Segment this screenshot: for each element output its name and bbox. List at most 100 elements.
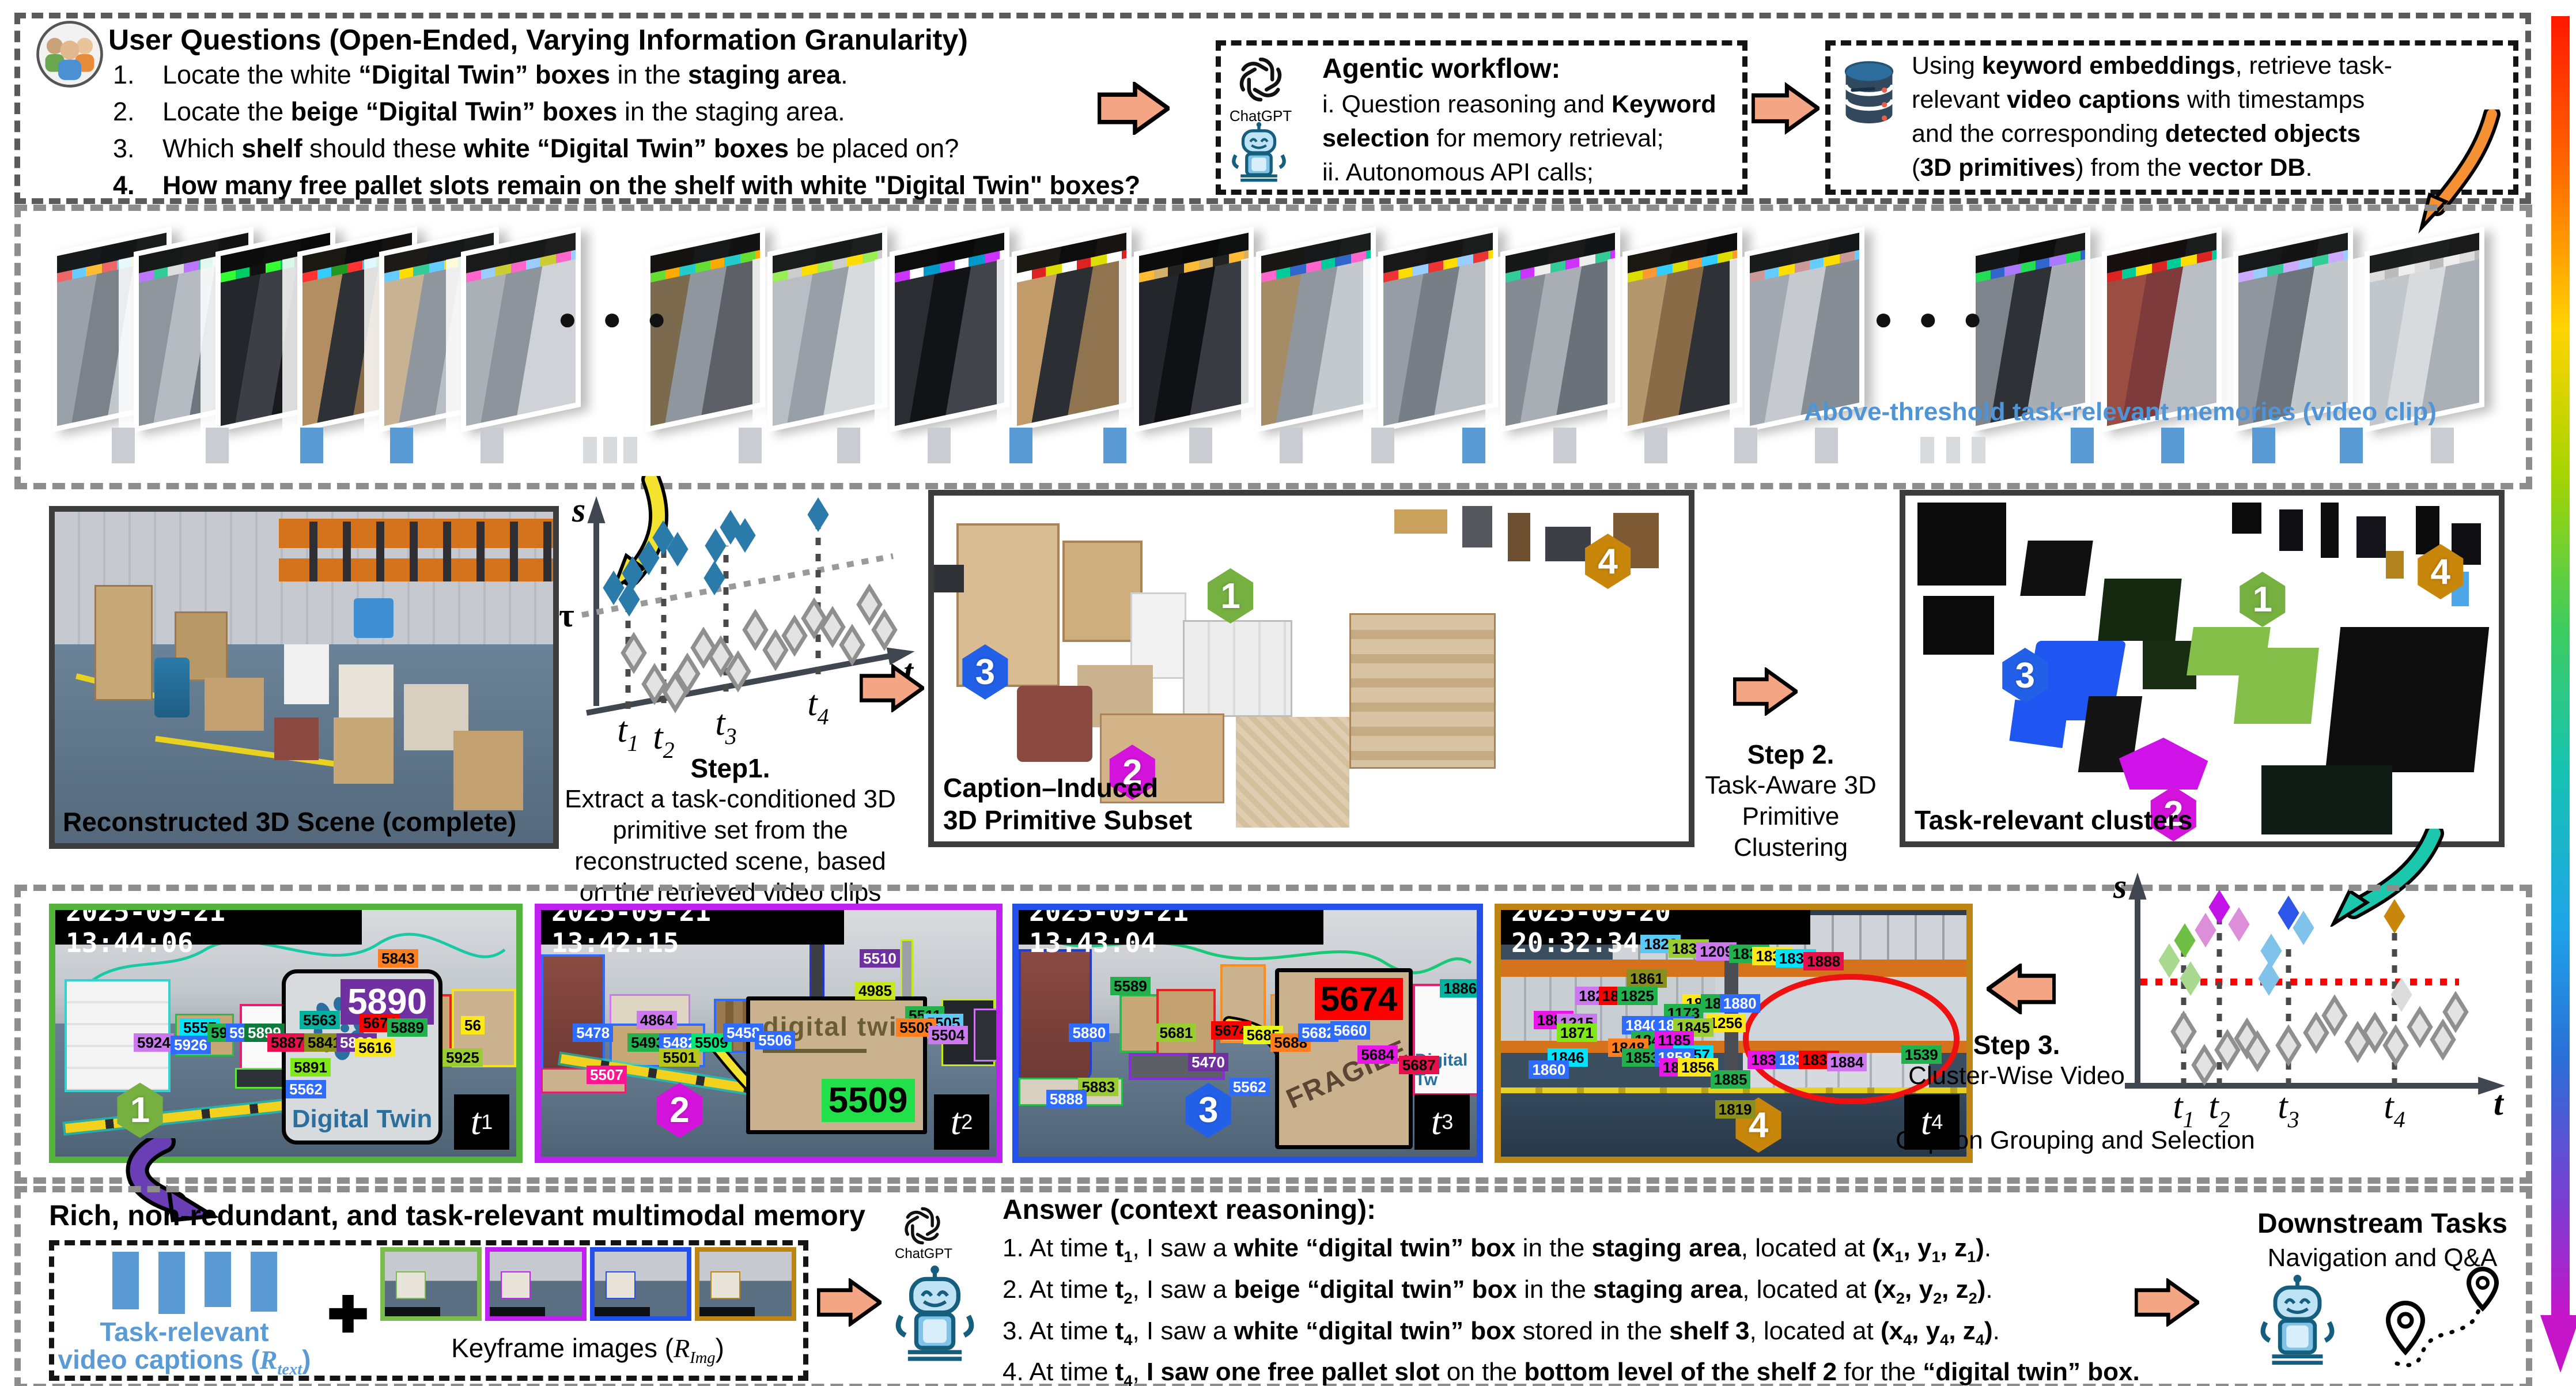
memory-bar xyxy=(739,428,762,463)
chatgpt-label: ChatGPT xyxy=(894,1246,953,1262)
svg-text:t3: t3 xyxy=(2278,1087,2299,1132)
flow-arrow-2 xyxy=(1752,82,1820,135)
question-4: 4.How many free pallet slots remain on t… xyxy=(113,171,1141,200)
memory-box xyxy=(49,1240,808,1381)
flow-arrow-1 xyxy=(1098,82,1170,135)
object-id-chip: 5458 xyxy=(723,1023,763,1042)
agentic-line-1: i. Question reasoning and Keyword xyxy=(1322,90,1716,118)
object-id-chip: 5478 xyxy=(573,1023,614,1042)
agentic-title: Agentic workflow: xyxy=(1322,54,1561,84)
object-id-chip: 5563 xyxy=(300,1011,340,1030)
answer-title: Answer (context reasoning): xyxy=(1003,1195,1376,1225)
primitive-panel-label: Caption–Induced xyxy=(943,773,1159,803)
object-id-chip: 5684 xyxy=(1357,1045,1398,1064)
retrieval-text: Using keyword embeddings, retrieve task-… xyxy=(1912,52,2392,182)
database-icon xyxy=(1844,61,1894,124)
robot-icon xyxy=(2260,1275,2335,1365)
object-id-chip: 1539 xyxy=(1901,1045,1942,1064)
svg-text:t: t xyxy=(2494,1084,2505,1122)
primitive-subset-panel: 1 2 3 4 Caption–Induced 3D Primitive Sub… xyxy=(928,490,1694,847)
object-id-chip: 5924 xyxy=(134,1033,174,1052)
keyframes-row-box xyxy=(14,885,2532,1184)
keyframe-thumbnail xyxy=(590,1247,691,1321)
question-1: 1.Locate the white “Digital Twin” boxes … xyxy=(113,60,848,89)
object-id-chip: 5589 xyxy=(1110,976,1151,995)
svg-text:t1: t1 xyxy=(617,711,638,756)
svg-text:τ: τ xyxy=(559,596,574,634)
object-id-chip: 1884 xyxy=(1826,1053,1867,1072)
scene-art xyxy=(55,512,553,843)
contour-squiggle xyxy=(65,932,506,1013)
contour-squiggle xyxy=(1035,932,1472,975)
memory-strip-box xyxy=(14,205,2532,489)
clusters-panel-label: Task-relevant clusters xyxy=(1915,805,2193,835)
object-id-chip: 5681 xyxy=(1156,1023,1197,1042)
svg-text:s: s xyxy=(2113,867,2127,905)
video-frame-t1: 5890 Digital Twin 1 2025-09-21 13:44:06 … xyxy=(49,904,523,1163)
object-id-chip: 1856 xyxy=(1678,1058,1718,1077)
object-id-chip: 5501 xyxy=(659,1048,700,1067)
navigation-pins-icon xyxy=(2385,1267,2499,1368)
captions-label-2: video captions (Rtext) xyxy=(58,1345,311,1379)
object-id-chip: 5506 xyxy=(755,1030,796,1049)
inset-id-chip: 5890 xyxy=(341,979,434,1025)
relevant-bar xyxy=(300,428,323,463)
relevant-bar xyxy=(2161,428,2184,463)
object-id-chip: 5507 xyxy=(587,1065,627,1084)
robot-icon xyxy=(1232,122,1286,182)
strip-caption: Above-threshold task-relevant memories (… xyxy=(1804,398,2437,426)
flow-arrow-4 xyxy=(1733,667,1798,716)
video-frame-t3: Digital Tw 5674 FRAGILE 3 2025-09-21 13:… xyxy=(1012,904,1483,1163)
memory-bar xyxy=(206,428,229,463)
memory-bar xyxy=(1972,437,1985,463)
strip-frame xyxy=(1622,226,1742,433)
video-frame-t2: digital twin 5509 2 2025-09-21 13:42:15 … xyxy=(535,904,1003,1163)
strip-frame xyxy=(1500,226,1620,433)
object-id-chip: 5880 xyxy=(1069,1023,1110,1042)
downstream-title: Downstream Tasks xyxy=(2257,1208,2507,1239)
flow-arrow-6 xyxy=(2135,1278,2199,1327)
chatgpt-label: ChatGPT xyxy=(1229,107,1292,124)
users-icon xyxy=(36,21,103,88)
object-id-chip: 4985 xyxy=(855,981,895,1000)
svg-text:t4: t4 xyxy=(807,684,829,730)
object-id-chip: 5889 xyxy=(387,1018,428,1037)
relevant-bar xyxy=(2252,428,2275,463)
memory-bar xyxy=(1371,428,1394,463)
strip-frame xyxy=(1134,226,1254,433)
frame2-timestamp: 2025-09-21 13:42:15 xyxy=(541,910,844,958)
inset-id-chip: 5674 xyxy=(1314,978,1404,1021)
object-id-chip: 5660 xyxy=(1330,1021,1371,1040)
digital-twin-inset: digital twin 5509 xyxy=(746,996,927,1135)
object-id-chip: 1825 xyxy=(1617,986,1658,1005)
clusters-panel: 3 1 2 4 Task-relevant clusters xyxy=(1900,490,2505,847)
step3-caption-line3: Caption Grouping and Selection xyxy=(1896,1126,2255,1154)
object-id-chip: 5510 xyxy=(860,949,900,968)
scene-label: Reconstructed 3D Scene (complete) xyxy=(63,807,517,837)
memory-bar xyxy=(112,428,135,463)
object-id-chip: 5891 xyxy=(290,1058,331,1077)
object-id-chip: 5687 xyxy=(1398,1055,1439,1074)
object-id-chip: 5616 xyxy=(355,1038,395,1057)
retrieval-box xyxy=(1825,40,2518,195)
captions-label-1: Task-relevant xyxy=(100,1317,269,1347)
memory-bar xyxy=(1553,428,1576,463)
keyframe-thumbnail xyxy=(695,1247,796,1321)
teal-arrow-down-icon xyxy=(2330,829,2444,927)
object-id-chip: 1871 xyxy=(1556,1023,1597,1042)
agentic-line-3: ii. Autonomous API calls; xyxy=(1322,158,1594,186)
frame4-timestamp: 2025-09-20 20:32:34 xyxy=(1501,910,1810,958)
svg-text:s: s xyxy=(572,491,585,529)
agentic-workflow-box xyxy=(1216,40,1747,195)
step3-caption: Step 3. Cluster-Wise Video xyxy=(1908,1030,2125,1090)
relevant-bar xyxy=(1462,428,1485,463)
relevant-bar xyxy=(2071,428,2094,463)
svg-text:t4: t4 xyxy=(2384,1087,2405,1132)
question-2: 2.Locate the beige “Digital Twin” boxes … xyxy=(113,97,845,126)
timeline-gradient-bar xyxy=(2551,16,2570,1317)
memory-bar xyxy=(623,437,637,463)
